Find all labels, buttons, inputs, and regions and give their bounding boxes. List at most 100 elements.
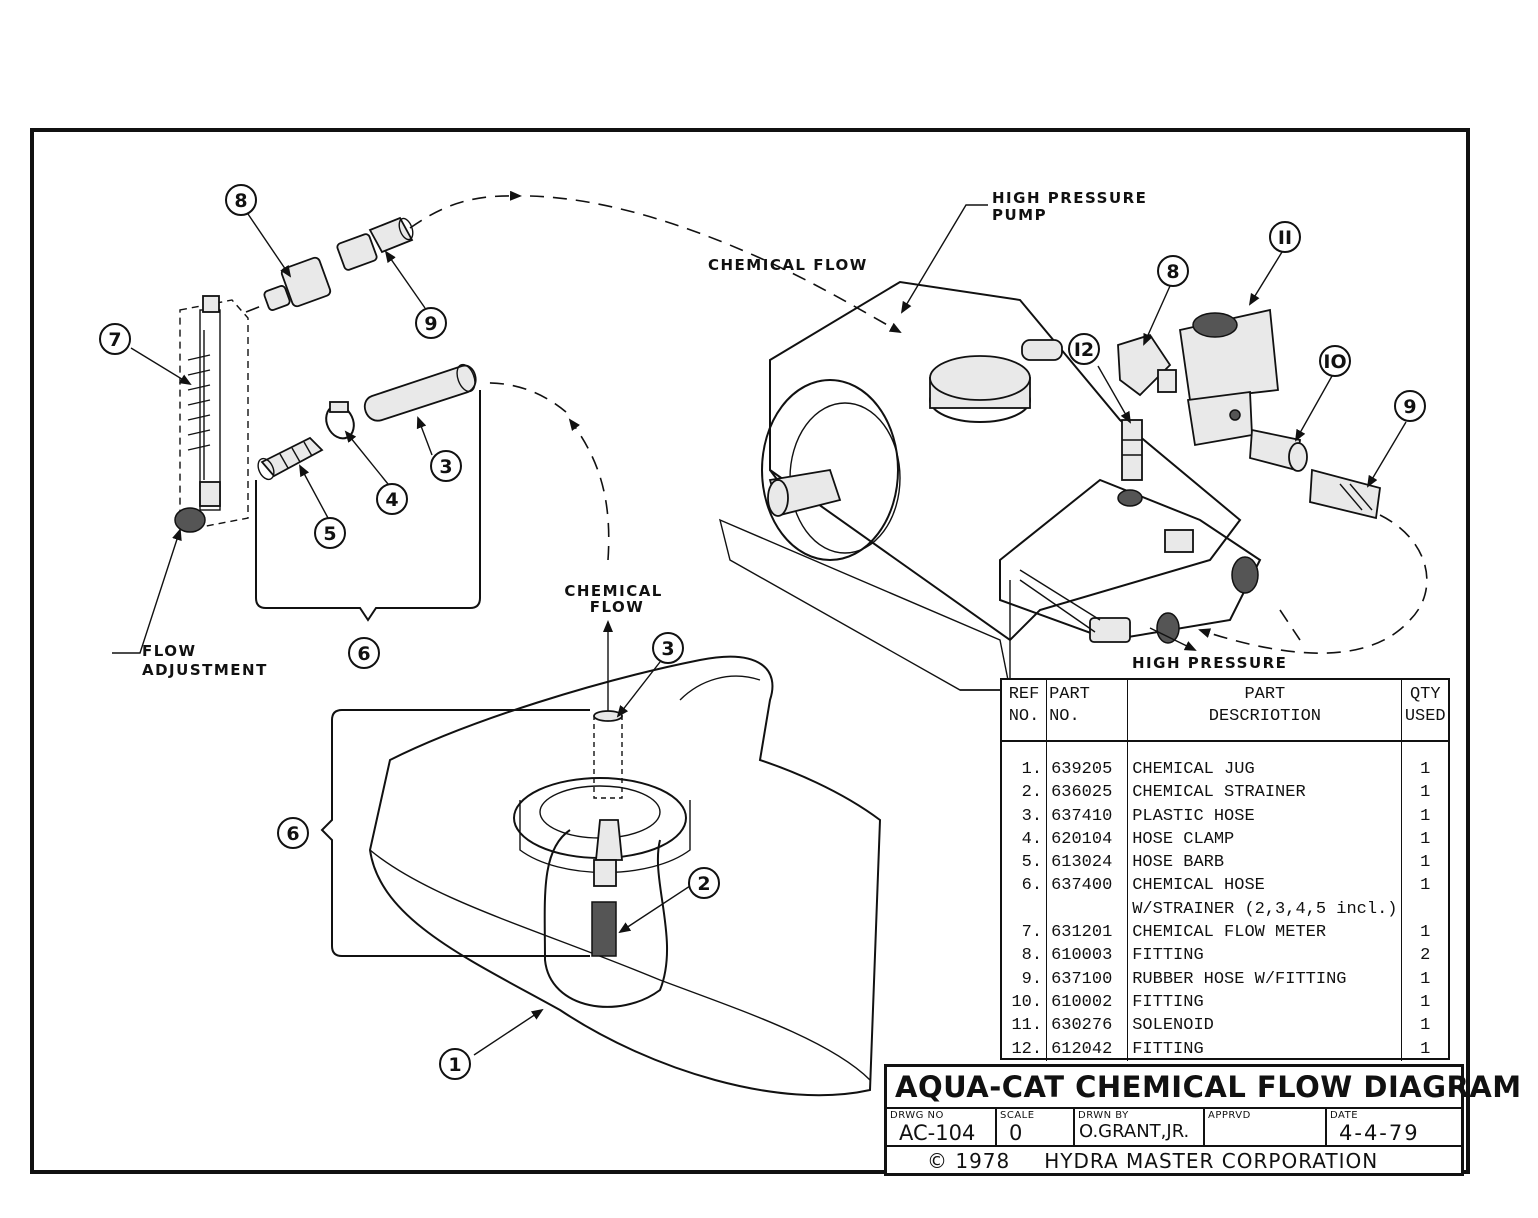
flow-line-high-pressure — [1198, 514, 1428, 654]
svg-text:9: 9 — [424, 313, 437, 335]
qty-cell: 1 — [1420, 760, 1431, 779]
ref-no-cell: 10. — [1002, 990, 1048, 1015]
svg-text:2: 2 — [697, 873, 710, 895]
description-cell: PLASTIC HOSE — [1127, 804, 1403, 828]
label-flow-adjustment: FLOW ADJUSTMENT — [142, 642, 268, 679]
callout-12: I2 — [1068, 333, 1100, 365]
description-cell: FITTING — [1127, 990, 1403, 1015]
part-no-cell: 631201 — [1046, 921, 1129, 945]
callout-9-left: 9 — [415, 307, 447, 339]
svg-text:8: 8 — [1166, 261, 1179, 283]
drawing-border — [30, 128, 1470, 1174]
svg-text:5: 5 — [323, 523, 336, 545]
svg-text:3: 3 — [439, 456, 452, 478]
ref-no-cell: 6. — [1002, 874, 1048, 898]
date-cell: DATE 4-4-79 — [1330, 1110, 1420, 1145]
fitting-8-left-illustration — [245, 256, 332, 313]
fitting-10-illustration — [1249, 428, 1308, 472]
qty-cell: 1 — [1420, 853, 1431, 873]
part-no-cell: 610003 — [1046, 944, 1129, 968]
solenoid-11-illustration — [1178, 308, 1279, 447]
description-cell: W/STRAINER (2,3,4,5 incl.) — [1127, 897, 1403, 922]
company-name: HYDRA MASTER CORPORATION — [1044, 1149, 1379, 1173]
ref-no-cell: 11. — [1002, 1014, 1048, 1038]
ref-no-cell: 12. — [1002, 1037, 1048, 1061]
bracket-6-jug — [320, 709, 590, 957]
svg-text:1: 1 — [448, 1054, 461, 1076]
qty-cell: 1 — [1420, 1039, 1431, 1059]
svg-text:4: 4 — [385, 489, 398, 511]
flow-line-up — [568, 418, 610, 561]
part-no-cell: 612042 — [1046, 1037, 1129, 1061]
qty-cell: 1 — [1420, 806, 1431, 826]
callout-9-right: 9 — [1394, 390, 1426, 422]
flow-line-to-hose — [483, 382, 567, 413]
ref-no-cell: 5. — [1002, 851, 1048, 875]
drawing-number-cell: DRWG NO AC-104 — [887, 1109, 997, 1145]
approved-cell: APPRVD — [1205, 1109, 1327, 1145]
svg-text:I2: I2 — [1074, 339, 1094, 361]
callout-7: 7 — [99, 323, 131, 355]
ref-no-cell: 3. — [1002, 804, 1048, 828]
description-cell: CHEMICAL JUG — [1127, 741, 1403, 782]
qty-cell: 1 — [1420, 969, 1431, 989]
label-high-pressure: HIGH PRESSURE — [1132, 654, 1287, 672]
scale-value: 0 — [1009, 1121, 1023, 1145]
description-cell: CHEMICAL STRAINER — [1127, 781, 1403, 805]
chemical-jug-illustration — [368, 655, 882, 1097]
high-pressure-pump-illustration — [718, 280, 1262, 691]
part-no-cell: 630276 — [1046, 1014, 1129, 1038]
qty-cell: 1 — [1420, 923, 1431, 943]
part-no-cell: 636025 — [1046, 781, 1129, 805]
svg-text:7: 7 — [108, 329, 121, 351]
callout-3-jug: 3 — [652, 632, 684, 664]
description-cell: FITTING — [1127, 944, 1403, 968]
description-cell: CHEMICAL FLOW METER — [1127, 921, 1403, 945]
part-no-cell — [1046, 897, 1129, 922]
ref-no-cell: 9. — [1002, 967, 1048, 991]
svg-text:6: 6 — [357, 643, 370, 665]
ref-no-cell: 8. — [1002, 944, 1048, 968]
svg-text:8: 8 — [234, 190, 247, 212]
description-cell: FITTING — [1127, 1037, 1403, 1061]
title-block: AQUA-CAT CHEMICAL FLOW DIAGRAM DRWG NO A… — [884, 1064, 1521, 1176]
label-chemical-flow-mid: CHEMICAL FLOW — [564, 582, 669, 616]
scale-cell: SCALE 0 — [997, 1109, 1075, 1145]
callout-2: 2 — [688, 867, 720, 899]
part-no-cell: 639205 — [1046, 741, 1129, 782]
callout-8-left: 8 — [225, 184, 257, 216]
hose-clamp-4-illustration — [325, 401, 355, 440]
fitting-8-right-illustration — [1117, 333, 1177, 397]
qty-cell: 1 — [1420, 783, 1431, 803]
ref-no-cell — [1002, 897, 1048, 922]
description-cell: RUBBER HOSE W/FITTING — [1127, 967, 1403, 991]
label-high-pressure-pump: HIGH PRESSURE PUMP — [992, 189, 1154, 224]
title-info-row: DRWG NO AC-104 SCALE 0 DRWN BY O.GRANT,J… — [887, 1109, 1461, 1147]
callout-4: 4 — [376, 483, 408, 515]
flow-line-to-9 — [409, 190, 522, 229]
svg-text:6: 6 — [286, 823, 299, 845]
svg-text:9: 9 — [1403, 396, 1416, 418]
part-no-cell: 637100 — [1046, 967, 1129, 991]
table-row: W/STRAINER (2,3,4,5 incl.) — [1002, 897, 1448, 922]
callout-10: IO — [1319, 345, 1351, 377]
description-cell: HOSE CLAMP — [1127, 827, 1403, 852]
ref-no-cell: 7. — [1002, 921, 1048, 945]
